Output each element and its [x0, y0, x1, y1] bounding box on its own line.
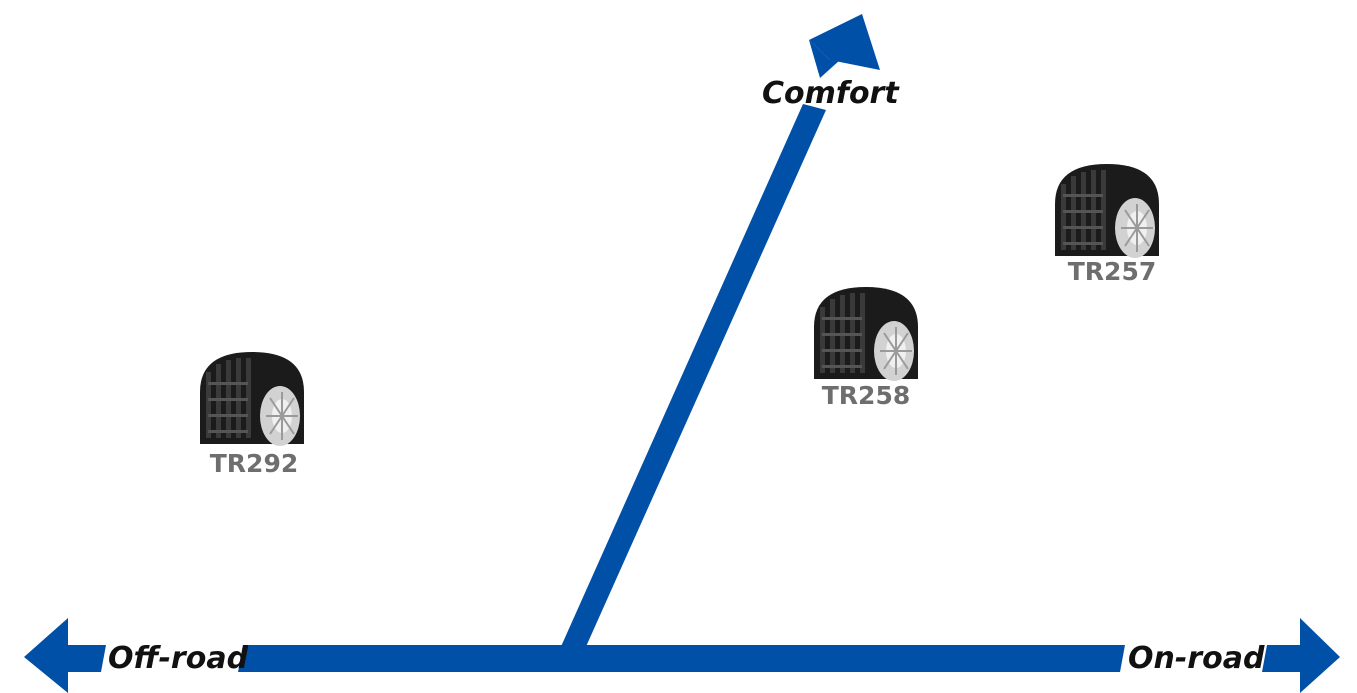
- comfort-label: Comfort: [762, 76, 900, 111]
- tire-image-tr292: [200, 352, 304, 446]
- tire-label-tr258: TR258: [822, 381, 911, 410]
- tire-tr292: TR292: [200, 352, 304, 478]
- tire-image-tr257: [1055, 164, 1159, 258]
- on-road-arrow-head: [1262, 618, 1340, 693]
- tire-tr258: TR258: [814, 287, 918, 410]
- on-road-label: On-road: [1128, 641, 1265, 676]
- tire-label-tr257: TR257: [1068, 257, 1157, 286]
- tire-label-tr292: TR292: [210, 449, 299, 478]
- tire-image-tr258: [814, 287, 918, 381]
- off-road-tail: [100, 645, 106, 672]
- comfort-axis-bar: [555, 104, 826, 660]
- off-road-arrow-head: [24, 618, 100, 693]
- tire-tr257: TR257: [1055, 164, 1159, 286]
- horizontal-axis-bar: [238, 645, 1125, 672]
- off-road-label: Off-road: [108, 641, 249, 676]
